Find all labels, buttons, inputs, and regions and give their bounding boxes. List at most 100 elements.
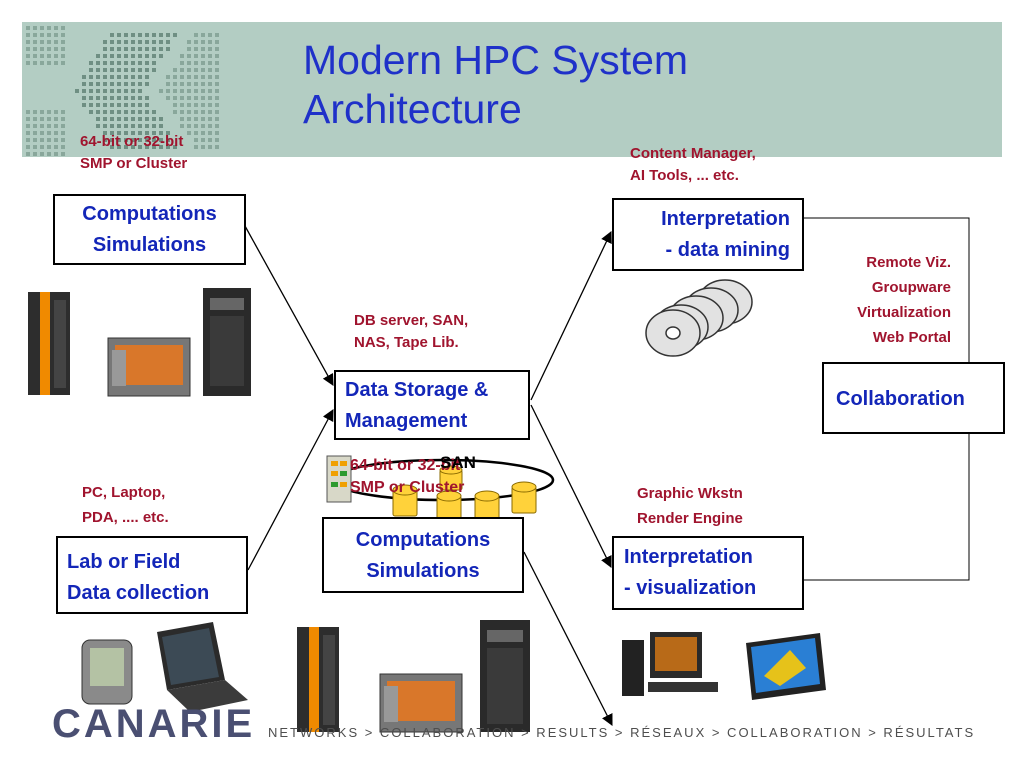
dot-pattern: [187, 40, 191, 44]
dot-pattern: [159, 33, 163, 37]
dot-pattern: [26, 145, 30, 149]
dot-pattern: [166, 75, 170, 79]
dot-pattern: [138, 103, 142, 107]
dot-pattern: [194, 54, 198, 58]
dot-pattern: [201, 124, 205, 128]
dot-pattern: [152, 68, 156, 72]
pda-icon: [81, 639, 133, 705]
dot-pattern: [26, 47, 30, 51]
dot-pattern: [208, 61, 212, 65]
dot-pattern: [117, 117, 121, 121]
dot-pattern: [110, 61, 114, 65]
dot-pattern: [124, 89, 128, 93]
dot-pattern: [138, 131, 142, 135]
dot-pattern: [117, 40, 121, 44]
dot-pattern: [33, 26, 37, 30]
dot-pattern: [215, 96, 219, 100]
dot-pattern: [187, 68, 191, 72]
dot-pattern: [33, 145, 37, 149]
dot-pattern: [61, 124, 65, 128]
cd-stack-icon: [645, 279, 753, 357]
dot-pattern: [131, 68, 135, 72]
dot-pattern: [124, 61, 128, 65]
chevron-pattern-decoration: [26, 26, 219, 156]
dot-pattern: [152, 33, 156, 37]
dot-pattern: [96, 89, 100, 93]
dot-pattern: [145, 68, 149, 72]
dot-pattern: [40, 40, 44, 44]
dot-pattern: [54, 47, 58, 51]
workstation-icon: [622, 632, 718, 696]
dot-pattern: [117, 131, 121, 135]
dot-pattern: [215, 110, 219, 114]
dot-pattern: [152, 61, 156, 65]
dot-pattern: [40, 145, 44, 149]
slide-title: Modern HPC System Architecture: [303, 37, 689, 132]
dot-pattern: [215, 61, 219, 65]
dot-pattern: [40, 47, 44, 51]
dot-pattern: [201, 33, 205, 37]
dot-pattern: [61, 145, 65, 149]
dot-pattern: [208, 110, 212, 114]
dot-pattern: [173, 89, 177, 93]
dot-pattern: [124, 68, 128, 72]
dot-pattern: [145, 96, 149, 100]
dot-pattern: [187, 96, 191, 100]
dot-pattern: [159, 138, 163, 142]
dot-pattern: [208, 145, 212, 149]
dot-pattern: [103, 61, 107, 65]
dot-pattern: [159, 54, 163, 58]
dot-pattern: [124, 138, 128, 142]
arrow-lab-to-storage: [247, 408, 334, 571]
dot-pattern: [33, 47, 37, 51]
dot-pattern: [33, 40, 37, 44]
dot-pattern: [110, 103, 114, 107]
dot-pattern: [159, 89, 163, 93]
laptop-icon: [157, 622, 248, 712]
dot-pattern: [131, 75, 135, 79]
dot-pattern: [54, 145, 58, 149]
dot-pattern: [110, 75, 114, 79]
dot-pattern: [138, 138, 142, 142]
dot-pattern: [201, 138, 205, 142]
dot-pattern: [187, 47, 191, 51]
dot-pattern: [194, 82, 198, 86]
flat-display-icon: [746, 633, 826, 700]
dot-pattern: [201, 40, 205, 44]
dot-pattern: [131, 110, 135, 114]
dot-pattern: [138, 54, 142, 58]
dot-pattern: [61, 61, 65, 65]
dot-pattern: [96, 61, 100, 65]
dot-pattern: [124, 40, 128, 44]
dot-pattern: [103, 47, 107, 51]
dot-pattern: [187, 124, 191, 128]
dot-pattern: [40, 110, 44, 114]
dot-pattern: [215, 117, 219, 121]
dot-pattern: [89, 96, 93, 100]
dot-pattern: [159, 47, 163, 51]
dot-pattern: [145, 47, 149, 51]
dot-pattern: [152, 131, 156, 135]
dot-pattern: [138, 117, 142, 121]
dot-pattern: [89, 61, 93, 65]
dot-pattern: [166, 89, 170, 93]
dot-pattern: [40, 117, 44, 121]
dot-pattern: [131, 47, 135, 51]
dot-pattern: [194, 96, 198, 100]
dot-pattern: [110, 117, 114, 121]
dot-pattern: [61, 131, 65, 135]
dot-pattern: [138, 61, 142, 65]
dot-pattern: [61, 47, 65, 51]
dot-pattern: [82, 103, 86, 107]
dot-pattern: [54, 110, 58, 114]
dot-pattern: [110, 145, 114, 149]
dot-pattern: [117, 96, 121, 100]
dot-pattern: [201, 145, 205, 149]
dot-pattern: [215, 68, 219, 72]
dot-pattern: [145, 61, 149, 65]
dot-pattern: [117, 124, 121, 128]
dot-pattern: [201, 96, 205, 100]
dot-pattern: [40, 124, 44, 128]
